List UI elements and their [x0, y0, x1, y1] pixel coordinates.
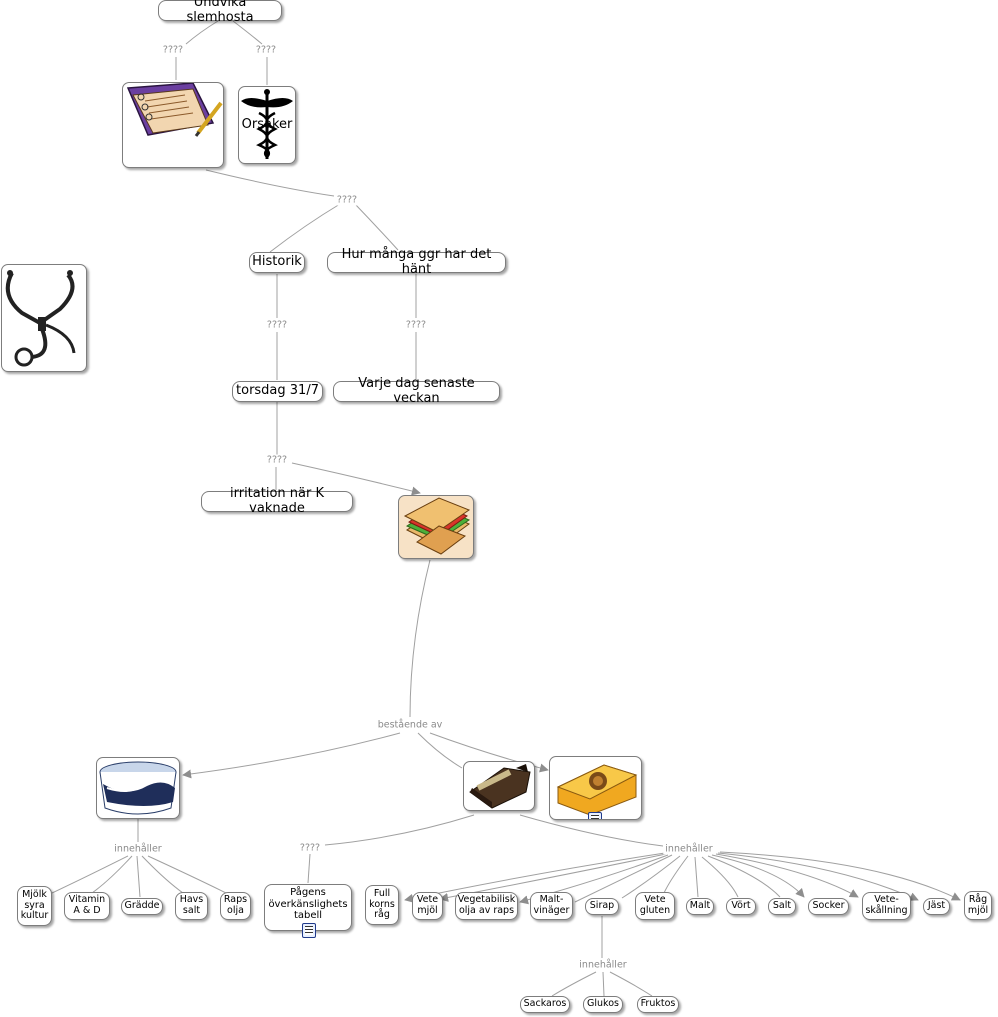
link-label: ???? [160, 44, 186, 56]
link-label: innehåller [577, 959, 629, 971]
cheese-icon [556, 764, 638, 816]
document-icon[interactable] [302, 923, 316, 938]
concept-vete-skallning[interactable]: Vete- skållning [862, 892, 911, 920]
sandwich-icon [403, 497, 471, 555]
concept-vitamin-a-d[interactable]: Vitamin A & D [64, 892, 110, 920]
concept-vegetabilisk-olja[interactable]: Vegetabilisk olja av raps [455, 892, 518, 920]
concept-glukos[interactable]: Glukos [583, 996, 623, 1013]
caduceus-icon [241, 89, 293, 159]
link-label: ???? [264, 319, 290, 331]
concept-salt[interactable]: Salt [768, 898, 796, 915]
link-label: ???? [403, 319, 429, 331]
concept-sackaros[interactable]: Sackaros [520, 996, 570, 1013]
bread-loaf-icon [469, 764, 531, 809]
concept-stethoscope[interactable] [1, 264, 87, 372]
concept-gradde[interactable]: Grädde [121, 898, 163, 915]
concept-orsaker[interactable]: Orsaker [238, 86, 296, 164]
concept-fruktos[interactable]: Fruktos [637, 996, 679, 1013]
pagens-label: Pågens överkänslighets tabell [268, 887, 348, 922]
link-label: innehåller [112, 843, 164, 855]
stethoscope-icon [5, 270, 76, 367]
concept-notebook[interactable] [122, 82, 224, 168]
concept-undvika-slemhosta[interactable]: Undvika slemhosta [158, 0, 282, 24]
concept-sandwich[interactable] [398, 495, 474, 559]
concept-malt[interactable]: Malt [686, 898, 714, 915]
link-label: ???? [253, 44, 279, 56]
orsaker-label: Orsaker [241, 116, 293, 132]
concept-varje-dag[interactable]: Varje dag senaste veckan [333, 376, 500, 405]
concept-mjolk-syra-kultur[interactable]: Mjölk syra kultur [17, 886, 52, 926]
link-label: ???? [334, 194, 360, 206]
concept-cheese[interactable] [549, 756, 642, 820]
link-label: bestående av [375, 719, 445, 731]
concept-malt-vinager[interactable]: Malt- vinäger [530, 892, 573, 920]
concept-rag-mjol[interactable]: Råg mjöl [964, 891, 992, 920]
butter-tub-icon [99, 761, 177, 815]
concept-havs-salt[interactable]: Havs salt [175, 892, 208, 920]
link-label: ???? [264, 454, 290, 466]
concept-bread[interactable] [463, 761, 535, 811]
link-label: ???? [297, 842, 323, 854]
concept-sirap[interactable]: Sirap [585, 898, 619, 915]
link-label: innehåller [663, 843, 715, 855]
concept-irritation[interactable]: irritation när K vaknade [201, 486, 353, 515]
concept-socker[interactable]: Socker [808, 898, 849, 915]
concept-pagens-tabell[interactable]: Pågens överkänslighets tabell [264, 884, 352, 938]
concept-hur-manga-ggr[interactable]: Hur många ggr har det hänt [327, 247, 506, 276]
concept-torsdag[interactable]: torsdag 31/7 [232, 381, 323, 402]
concept-jast[interactable]: Jäst [923, 898, 950, 915]
concept-vete-gluten[interactable]: Vete gluten [635, 892, 675, 920]
notebook-icon [126, 83, 223, 137]
document-icon[interactable] [588, 812, 602, 819]
concept-vort[interactable]: Vört [726, 898, 756, 915]
concept-full-korns-rag[interactable]: Full korns råg [365, 885, 399, 925]
concept-butter[interactable] [96, 757, 180, 819]
concept-historik[interactable]: Historik [249, 252, 305, 273]
concept-raps-olja[interactable]: Raps olja [220, 892, 251, 920]
concept-vete-mjol[interactable]: Vete mjöl [412, 892, 443, 920]
